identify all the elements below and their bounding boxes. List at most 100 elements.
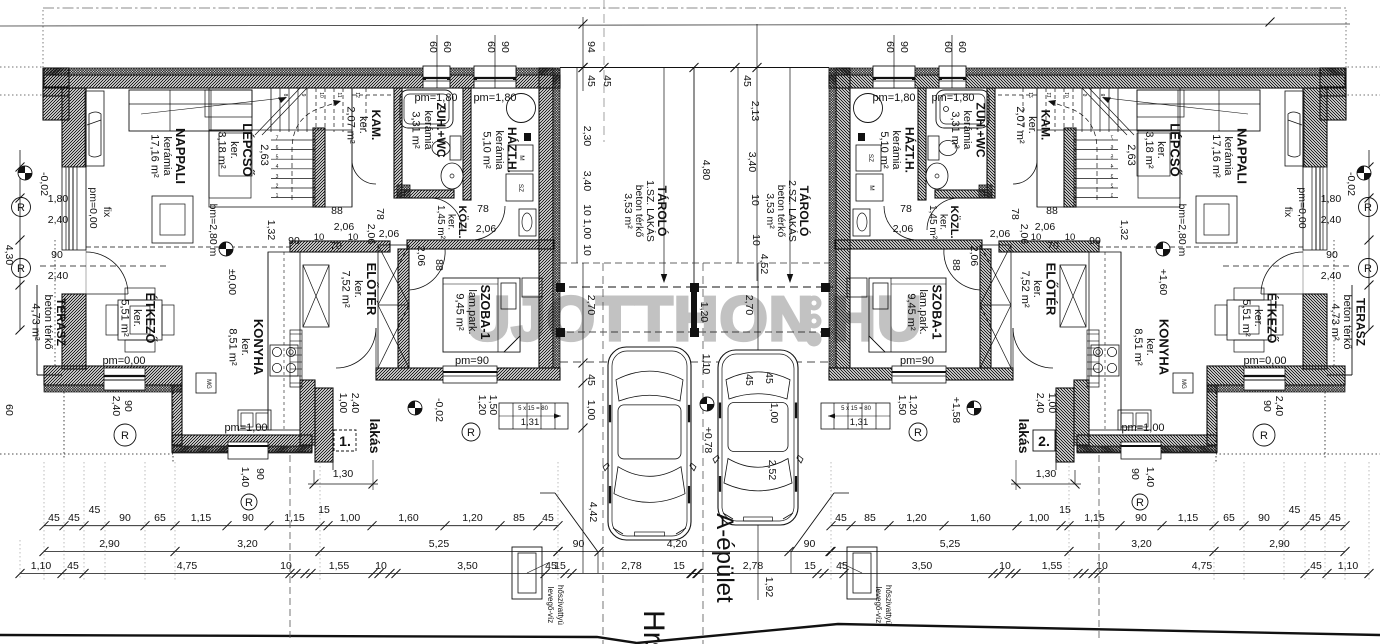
svg-text:90: 90 — [51, 249, 63, 261]
svg-text:NAPPALI: NAPPALI — [1234, 128, 1249, 184]
svg-text:2,06: 2,06 — [893, 223, 914, 235]
svg-text:1,32: 1,32 — [1118, 220, 1130, 241]
svg-text:pm=0,00: pm=0,00 — [1296, 187, 1308, 228]
svg-text:1,00: 1,00 — [340, 512, 361, 524]
svg-text:SZ: SZ — [867, 154, 874, 162]
svg-text:45: 45 — [48, 512, 60, 524]
svg-text:90: 90 — [1129, 468, 1141, 480]
svg-text:8,51 m²: 8,51 m² — [227, 328, 239, 366]
svg-text:2,40: 2,40 — [110, 396, 122, 417]
svg-text:1,55: 1,55 — [1042, 560, 1063, 572]
svg-text:1,40: 1,40 — [1144, 467, 1156, 488]
svg-text:10: 10 — [1065, 232, 1076, 243]
svg-text:70: 70 — [330, 240, 342, 252]
svg-text:2,06: 2,06 — [334, 221, 355, 233]
svg-text:levegő-víz: levegő-víz — [546, 587, 555, 623]
svg-text:88: 88 — [331, 205, 343, 217]
svg-text:ker.: ker. — [446, 214, 457, 230]
svg-text:UJOTTHON: UJOTTHON — [466, 285, 815, 354]
svg-text:ELŐTÉR: ELŐTÉR — [364, 263, 379, 316]
svg-text:17,16 m²: 17,16 m² — [1210, 134, 1222, 178]
svg-text:1,00: 1,00 — [768, 403, 780, 424]
svg-text:1,60: 1,60 — [970, 512, 991, 524]
svg-text:5: 5 — [276, 155, 279, 161]
svg-text:M: M — [518, 155, 525, 160]
svg-text:2,06: 2,06 — [415, 246, 427, 267]
svg-text:1,55: 1,55 — [329, 560, 350, 572]
svg-text:60: 60 — [427, 41, 439, 53]
svg-text:1,50: 1,50 — [896, 395, 908, 416]
svg-text:pm=1,80: pm=1,80 — [473, 92, 516, 104]
svg-text:1,15: 1,15 — [1084, 512, 1105, 524]
svg-text:78: 78 — [900, 203, 912, 215]
svg-text:2,78: 2,78 — [743, 560, 764, 572]
svg-text:10: 10 — [318, 92, 324, 98]
svg-text:ker.: ker. — [357, 116, 369, 134]
svg-text:90: 90 — [1258, 512, 1270, 524]
svg-text:ker.: ker. — [352, 280, 364, 298]
svg-text:2,06: 2,06 — [990, 228, 1011, 240]
svg-text:KONYHA: KONYHA — [251, 319, 266, 376]
svg-text:3,53 m²: 3,53 m² — [764, 193, 776, 229]
svg-text:60: 60 — [942, 41, 954, 53]
svg-text:beton térkő: beton térkő — [1341, 294, 1353, 349]
svg-text:3,50: 3,50 — [912, 560, 933, 572]
svg-text:90: 90 — [288, 235, 300, 247]
svg-text:4,73 m²: 4,73 m² — [1329, 303, 1341, 341]
svg-text:12: 12 — [354, 92, 360, 98]
svg-text:R: R — [914, 427, 922, 439]
svg-text:SZOBA-1: SZOBA-1 — [929, 285, 943, 340]
svg-text:10: 10 — [750, 234, 762, 246]
svg-text:9,45 m²: 9,45 m² — [905, 293, 917, 331]
svg-text:1,00: 1,00 — [585, 400, 597, 421]
svg-text:2,07 m²: 2,07 m² — [1014, 106, 1026, 144]
svg-text:4,75: 4,75 — [1192, 560, 1213, 572]
svg-text:1,00: 1,00 — [1046, 393, 1058, 414]
svg-text:45: 45 — [1310, 560, 1322, 572]
svg-text:11: 11 — [336, 92, 342, 97]
svg-text:90: 90 — [804, 538, 816, 550]
svg-text:bm=2,80 m: bm=2,80 m — [1176, 204, 1188, 257]
svg-text:NAPPALI: NAPPALI — [173, 128, 188, 184]
svg-text:R: R — [1364, 263, 1372, 275]
svg-text:pm=1,80: pm=1,80 — [931, 92, 974, 104]
svg-text:1,10: 1,10 — [31, 560, 52, 572]
svg-text:5 x 15 = 80: 5 x 15 = 80 — [518, 406, 549, 412]
svg-text:1,20: 1,20 — [907, 395, 919, 416]
svg-text:10: 10 — [581, 204, 593, 216]
svg-text:45: 45 — [763, 372, 775, 384]
svg-text:1,10: 1,10 — [700, 354, 712, 375]
svg-text:4,52: 4,52 — [758, 254, 770, 275]
svg-text:levegő-víz: levegő-víz — [874, 587, 883, 623]
svg-text:2,40: 2,40 — [1273, 396, 1285, 417]
svg-text:pm=0,00: pm=0,00 — [102, 355, 145, 367]
svg-text:2.SZ. LAKÁS: 2.SZ. LAKÁS — [786, 180, 799, 242]
svg-text:1,80: 1,80 — [1321, 193, 1342, 205]
svg-text:3,20: 3,20 — [1131, 538, 1152, 550]
svg-text:2.: 2. — [1038, 433, 1050, 449]
svg-text:ZUH.+WC: ZUH.+WC — [973, 103, 987, 158]
svg-text:4: 4 — [276, 164, 279, 170]
svg-text:kerámia: kerámia — [493, 130, 505, 170]
svg-text:2,52: 2,52 — [766, 460, 778, 481]
svg-text:pm=0,00: pm=0,00 — [87, 187, 99, 228]
svg-text:90: 90 — [898, 41, 910, 53]
svg-text:8,51 m²: 8,51 m² — [1132, 328, 1144, 366]
svg-text:1,92: 1,92 — [763, 577, 775, 598]
svg-text:pm=90: pm=90 — [455, 355, 489, 367]
svg-text:45: 45 — [545, 560, 557, 572]
svg-text:SZOBA-1: SZOBA-1 — [478, 285, 492, 340]
svg-text:2,40: 2,40 — [1321, 270, 1342, 282]
svg-text:2,06: 2,06 — [379, 228, 400, 240]
svg-text:1,20: 1,20 — [906, 512, 927, 524]
svg-text:10: 10 — [348, 232, 359, 243]
svg-text:LÉPCSŐ: LÉPCSŐ — [240, 123, 255, 176]
svg-text:M: M — [868, 185, 875, 190]
svg-text:78: 78 — [374, 208, 386, 220]
svg-text:2,63: 2,63 — [1125, 144, 1137, 165]
svg-text:88: 88 — [1046, 205, 1058, 217]
svg-text:3,31 m²: 3,31 m² — [949, 111, 961, 149]
svg-text:1,80: 1,80 — [48, 193, 69, 205]
svg-text:1,20: 1,20 — [476, 395, 488, 416]
svg-text:ker.: ker. — [131, 309, 143, 327]
